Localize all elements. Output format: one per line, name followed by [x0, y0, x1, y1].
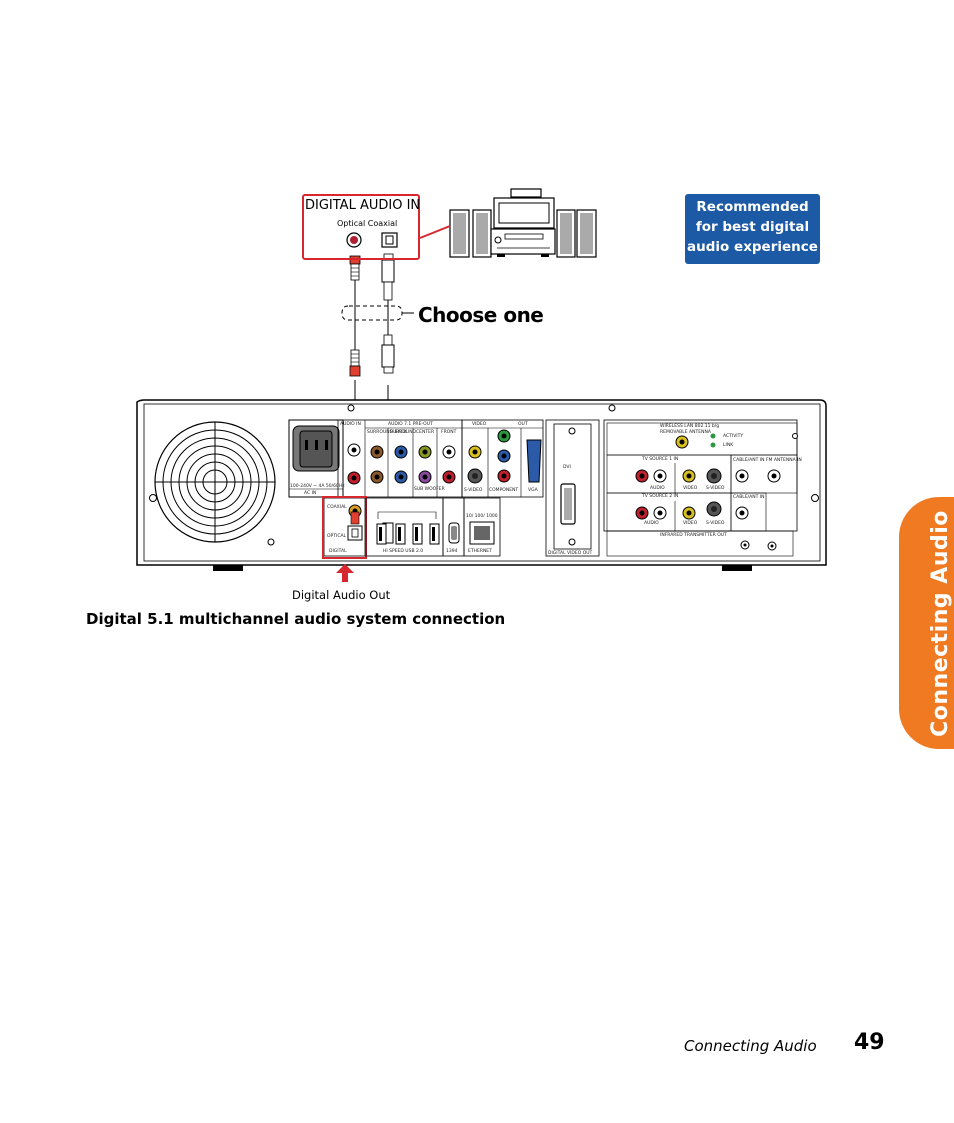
audio-jacks: [347, 443, 456, 485]
lan-speed-label: 10/ 100/ 1000: [466, 514, 498, 519]
section-tab: [899, 497, 954, 749]
digital-audio-out-label: Digital Audio Out: [292, 588, 391, 602]
choose-one-label: Choose one: [418, 303, 544, 327]
infrared-label: INFRARED TRANSMITTER OUT: [660, 533, 727, 538]
digital-audio-in-box: [302, 194, 420, 260]
digital-label: DIGITAL: [329, 549, 347, 554]
recommended-line-3: audio experience: [687, 239, 818, 255]
recommended-line-1: Recommended: [696, 199, 809, 215]
ac-in-label: AC IN: [304, 491, 317, 496]
surround-back-label: SURROUND BACK: [367, 430, 407, 435]
s-video-1-label: S-VIDEO: [706, 486, 725, 491]
usb-label: HI SPEED USB 2.0: [383, 549, 424, 554]
figure-caption: Digital 5.1 multichannel audio system co…: [86, 610, 506, 628]
coaxial-jack-icon: [346, 232, 362, 248]
audio-2-label: AUDIO: [644, 521, 659, 526]
audio-1-label: AUDIO: [650, 486, 665, 491]
vga-label: VGA: [528, 488, 538, 493]
cable-ant-1-label: CABLE/ANT IN FM ANTENNA IN: [733, 458, 802, 463]
sub-woofer-label: SUB WOOFER: [414, 487, 445, 492]
fan-icon: [154, 421, 276, 543]
section-tab-label: Connecting Audio: [927, 509, 953, 737]
s-video-label: S-VIDEO: [464, 488, 483, 493]
optical-jack-icon: [381, 232, 398, 248]
footer-section-label: Connecting Audio: [684, 1037, 817, 1055]
digital-audio-in-subtitle: Optical Coaxial: [337, 219, 398, 228]
out-label: OUT: [518, 422, 528, 427]
cable-ant-2-label: CABLE/ANT IN: [733, 495, 765, 500]
stereo-system-icon: [449, 188, 597, 258]
audio-in-label: AUDIO IN: [340, 422, 361, 427]
video-1-label: VIDEO: [683, 486, 698, 491]
page-number: 49: [854, 1030, 885, 1055]
video-jacks: [467, 429, 542, 484]
optical-label: OPTICAL: [327, 534, 347, 539]
ac-power-inlet: [288, 419, 344, 498]
ieee1394-label: 1394: [446, 549, 458, 554]
front-label: FRONT: [441, 430, 457, 435]
ac-rating-label: 100-240V ~ 4A 50/60Hz: [290, 484, 345, 489]
video-label: VIDEO: [472, 422, 487, 427]
digital-audio-in-title: DIGITAL AUDIO IN: [305, 198, 421, 213]
tv-source-1-label: TV SOURCE 1 IN: [642, 457, 679, 462]
activity-label: ACTIVITY: [723, 434, 744, 439]
recommended-badge: Recommended for best digital audio exper…: [685, 194, 820, 264]
ethernet-label: ETHERNET: [468, 549, 492, 554]
s-video-2-label: S-VIDEO: [706, 521, 725, 526]
wireless-lan-label: WIRELESS LAN 802.11 b/g: [660, 424, 720, 429]
coaxial-label: COAXIAL: [327, 505, 347, 510]
video-2-label: VIDEO: [683, 521, 698, 526]
digital-video-out-label: DIGITAL VIDEO OUT: [548, 551, 593, 556]
tv-source-jacks: [635, 468, 781, 520]
choose-one-bracket: [341, 305, 414, 321]
surround-label: SURROUND: [390, 430, 417, 435]
audio71-label: AUDIO 7.1 PRE-OUT: [388, 422, 433, 427]
center-label: CENTER: [416, 430, 435, 435]
up-arrow-icon: [336, 564, 354, 582]
removable-antenna-label: REMOVABLE ANTENNA: [660, 430, 711, 435]
tv-source-2-label: TV SOURCE 2 IN: [642, 494, 679, 499]
dvi-label: DVI: [563, 465, 571, 470]
recommended-line-2: for best digital: [695, 219, 810, 235]
usb-ports: [376, 511, 440, 545]
section-tab-label-wrap: Connecting Audio: [924, 510, 954, 737]
link-label: LINK: [723, 443, 734, 448]
component-label: COMPONENT: [489, 488, 519, 493]
